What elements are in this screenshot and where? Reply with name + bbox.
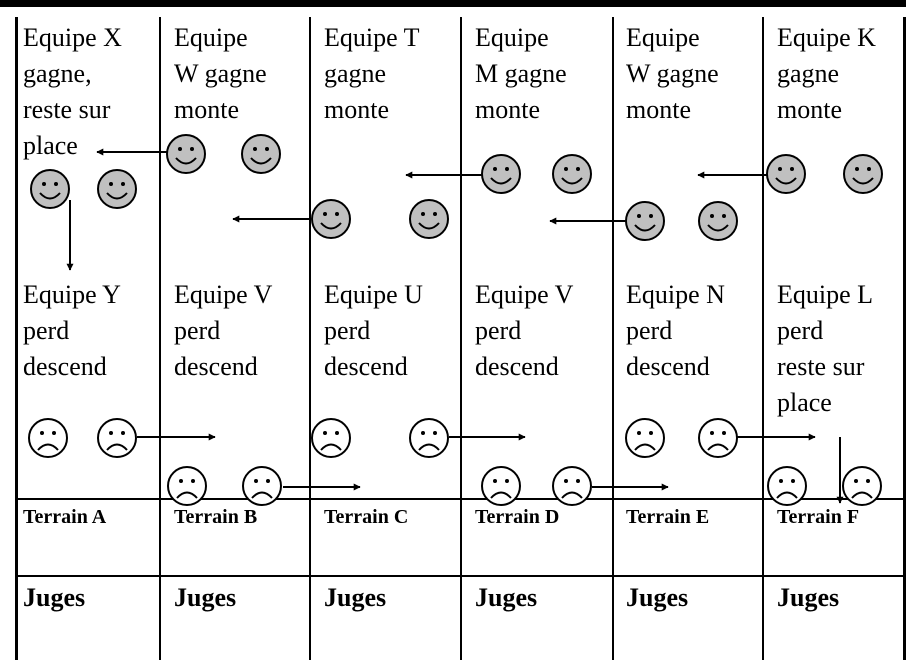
column-divider: [460, 17, 462, 660]
smiley-face-icon: [97, 169, 137, 209]
winner-team-label: Equipe K gagne monte: [777, 23, 876, 124]
juges-row-divider: [15, 575, 906, 577]
juges-label: Juges: [23, 583, 86, 612]
column-divider: [762, 17, 764, 660]
smiley-face-icon: [843, 154, 883, 194]
column-divider: [612, 17, 614, 660]
terrain-label: Terrain D: [475, 506, 560, 528]
terrain-row-divider: [15, 498, 906, 500]
column-divider: [159, 17, 161, 660]
sad-face-icon: [409, 418, 449, 458]
winner-team-label: Equipe X gagne, reste sur place: [23, 23, 122, 160]
sad-face-icon: [767, 466, 807, 506]
table-border-left: [15, 17, 18, 660]
smiley-face-icon: [625, 201, 665, 241]
terrain-label: Terrain C: [324, 506, 409, 528]
sad-face-icon: [552, 466, 592, 506]
terrain-label: Terrain E: [626, 506, 710, 528]
loser-team-label: Equipe U perd descend: [324, 280, 423, 381]
smiley-face-icon: [241, 134, 281, 174]
loser-team-label: Equipe Y perd descend: [23, 280, 121, 381]
juges-label: Juges: [626, 583, 689, 612]
smiley-face-icon: [166, 134, 206, 174]
loser-team-label: Equipe N perd descend: [626, 280, 725, 381]
column-divider: [309, 17, 311, 660]
smiley-face-icon: [311, 199, 351, 239]
loser-team-label: Equipe V perd descend: [174, 280, 273, 381]
smiley-face-icon: [552, 154, 592, 194]
juges-label: Juges: [174, 583, 237, 612]
juges-label: Juges: [324, 583, 387, 612]
sad-face-icon: [28, 418, 68, 458]
sad-face-icon: [97, 418, 137, 458]
terrain-label: Terrain F: [777, 506, 860, 528]
terrain-label: Terrain B: [174, 506, 258, 528]
sad-face-icon: [842, 466, 882, 506]
terrain-label: Terrain A: [23, 506, 107, 528]
sad-face-icon: [481, 466, 521, 506]
winner-team-label: Equipe W gagne monte: [174, 23, 267, 124]
loser-team-label: Equipe V perd descend: [475, 280, 574, 381]
sad-face-icon: [311, 418, 351, 458]
top-rule: [0, 0, 906, 7]
juges-label: Juges: [475, 583, 538, 612]
loser-team-label: Equipe L perd reste sur place: [777, 280, 874, 417]
smiley-face-icon: [698, 201, 738, 241]
winner-team-label: Equipe M gagne monte: [475, 23, 567, 124]
table-border-right: [903, 17, 906, 660]
smiley-face-icon: [409, 199, 449, 239]
smiley-face-icon: [766, 154, 806, 194]
winner-team-label: Equipe T gagne monte: [324, 23, 420, 124]
sad-face-icon: [242, 466, 282, 506]
juges-label: Juges: [777, 583, 840, 612]
sad-face-icon: [625, 418, 665, 458]
winner-team-label: Equipe W gagne monte: [626, 23, 719, 124]
smiley-face-icon: [30, 169, 70, 209]
sad-face-icon: [698, 418, 738, 458]
smiley-face-icon: [481, 154, 521, 194]
sad-face-icon: [167, 466, 207, 506]
